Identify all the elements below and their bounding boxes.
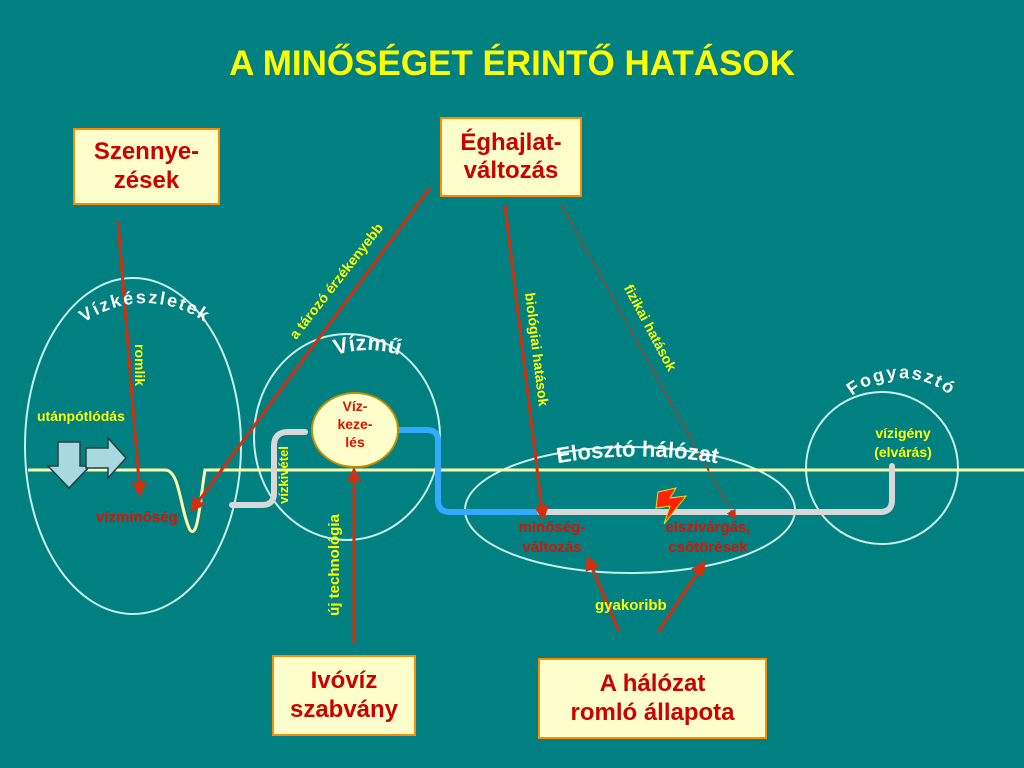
quality-change-label-line: változás <box>522 539 581 556</box>
intake-pipe <box>229 429 308 508</box>
biological-arrow <box>503 205 549 521</box>
treatment-label-line: keze- <box>337 416 372 432</box>
consumer-circle <box>805 391 959 545</box>
more-frequent-label: gyakoribb <box>595 597 667 614</box>
replenishment-right-arrow-icon <box>85 436 128 480</box>
distribution-label: Elosztó hálózat <box>554 436 721 468</box>
water-demand-label-line: vízigény <box>875 425 930 441</box>
leaks-label-line: csőtörések <box>668 539 748 556</box>
consumer-label: Fogyasztó <box>843 362 960 399</box>
treatment-label: Víz-keze-lés <box>337 398 372 450</box>
water-level-line <box>28 468 1024 534</box>
pollution-arrow <box>116 221 147 497</box>
lightning-icon <box>655 487 688 525</box>
climate-change-box: Éghajlat- változás <box>440 117 582 197</box>
pollution-box-text: Szennye- zések <box>93 138 200 194</box>
leaks-arrow <box>656 560 706 633</box>
quality-change-label: minőség-változás <box>519 519 586 556</box>
network-state-box-text: A hálózat romló állapota <box>570 670 735 726</box>
replenishment-label: utánpótlódás <box>37 408 125 424</box>
reservoir-arrow <box>190 187 432 513</box>
treatment-label-line: lés <box>345 434 365 450</box>
leaks-label: elszivárgás, csőtörések <box>665 519 750 556</box>
deteriorates-label: romlik <box>132 344 148 386</box>
water-quality-label: vízminőség <box>96 509 178 526</box>
treated-water-pipe <box>398 427 540 515</box>
reservoir-label: a tározó érzékenyebb <box>286 220 386 342</box>
distribution-pipe <box>537 463 895 515</box>
waterworks-label: Vízmű <box>331 330 405 360</box>
resources-label: Vízkészletek <box>75 287 214 326</box>
drinking-water-standard-box-text: Ivóvíz szabvány <box>289 667 399 723</box>
pollution-box: Szennye- zések <box>73 128 220 205</box>
new-technology-label: új technológia <box>326 514 343 616</box>
water-demand-label: vízigény (elvárás) <box>874 425 932 460</box>
quality-change-label-line: minőség- <box>519 519 586 536</box>
page-title: A MINŐSÉGET ÉRINTŐ HATÁSOK <box>229 44 795 83</box>
water-demand-label-line: (elvárás) <box>874 444 932 460</box>
drinking-water-standard-box: Ivóvíz szabvány <box>272 655 416 736</box>
network-state-box: A hálózat romló állapota <box>538 658 767 739</box>
climate-change-box-text: Éghajlat- változás <box>460 128 562 184</box>
abstraction-label: vízkivétel <box>276 446 291 504</box>
treatment-label-line: Víz- <box>343 398 368 414</box>
leaks-label-line: elszivárgás, <box>665 519 750 536</box>
quality-change-arrow <box>585 555 621 633</box>
replenishment-down-arrow-icon <box>46 441 92 490</box>
